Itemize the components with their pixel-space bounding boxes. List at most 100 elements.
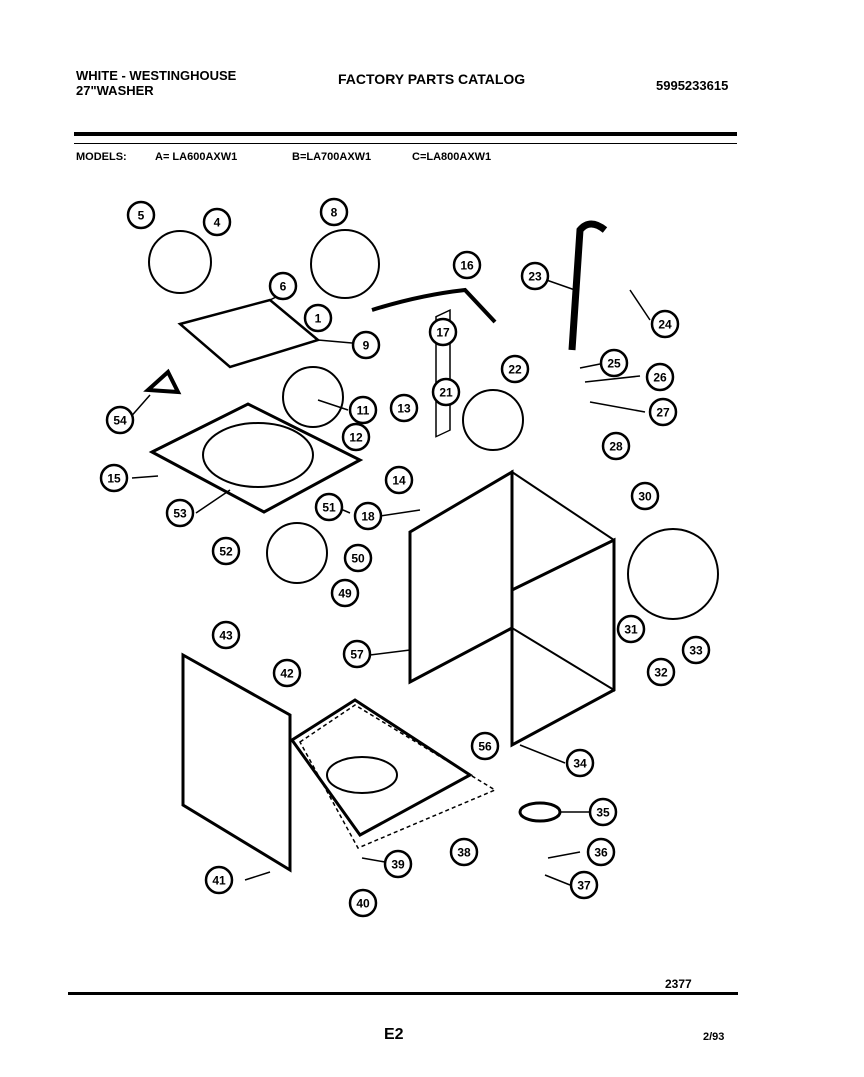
callout-circle [428,317,458,347]
detail-circle-panel-clip [627,528,719,620]
callout-28: 28 [601,431,631,461]
callout-label: 1 [315,312,322,326]
callout-label: 32 [654,666,668,680]
callout-33: 33 [681,635,711,665]
callout-label: 52 [219,545,233,559]
callout-circle [211,620,241,650]
callout-circle [599,348,629,378]
callout-30: 30 [630,481,660,511]
callout-label: 54 [113,414,127,428]
callout-circle [303,303,333,333]
callout-52: 52 [211,536,241,566]
callout-label: 42 [280,667,294,681]
callout-circle [569,870,599,900]
callout-circle [99,463,129,493]
callout-label: 36 [594,846,608,860]
callout-label: 38 [457,846,471,860]
callout-36: 36 [586,837,616,867]
callout-26: 26 [645,362,675,392]
callout-circle [646,657,676,687]
callout-circle [351,330,381,360]
callout-circle [389,393,419,423]
callout-24: 24 [650,309,680,339]
catalog-title: FACTORY PARTS CATALOG [338,71,526,87]
callout-circle [105,405,135,435]
callout-43: 43 [211,620,241,650]
drain-hose-shape [568,220,608,351]
callout-11: 11 [348,395,378,425]
callout-18: 18 [353,501,383,531]
callout-label: 21 [439,386,453,400]
callout-25: 25 [599,348,629,378]
callout-label: 8 [331,206,338,220]
callout-label: 25 [607,357,621,371]
callout-label: 34 [573,757,587,771]
cabinet-side-panel [408,469,514,685]
callout-35: 35 [588,797,618,827]
callout-circle [616,614,646,644]
top-opening-shape [202,422,314,488]
callout-13: 13 [389,393,419,423]
callout-circle [384,465,414,495]
callout-label: 27 [656,406,670,420]
callout-label: 41 [212,874,226,888]
callout-circle [353,501,383,531]
catalog-number: 5995233615 [656,78,729,93]
callout-17: 17 [428,317,458,347]
product-title: 27"WASHER [76,83,154,98]
callout-label: 23 [528,270,542,284]
callout-label: 51 [322,501,336,515]
callout-40: 40 [348,888,378,918]
callout-circle [211,536,241,566]
callout-54: 54 [105,405,135,435]
callout-label: 28 [609,440,623,454]
detail-circle-bracket [266,522,328,584]
inlet-hose-shape [371,287,497,324]
callout-label: 53 [173,507,187,521]
lid-seal-shape [143,368,182,395]
base-shape [289,698,473,837]
callout-circle [452,250,482,280]
callout-label: 49 [338,587,352,601]
callout-label: 57 [350,648,364,662]
callout-circle [204,865,234,895]
callout-label: 40 [356,897,370,911]
callout-circle [165,498,195,528]
callout-22: 22 [500,354,530,384]
callout-1: 1 [303,303,333,333]
callout-circle [500,354,530,384]
callout-39: 39 [383,849,413,879]
callout-circle [342,639,372,669]
callout-circle [383,849,413,879]
callout-circle [431,377,461,407]
callout-9: 9 [351,330,381,360]
callout-21: 21 [431,377,461,407]
callout-label: 9 [363,339,370,353]
callout-label: 30 [638,490,652,504]
callout-51: 51 [314,492,344,522]
callout-circle [650,309,680,339]
footer-rule [68,992,738,995]
callout-label: 33 [689,644,703,658]
callout-label: 22 [508,363,522,377]
callout-label: 56 [478,740,492,754]
callout-label: 4 [214,216,221,230]
callout-circle [449,837,479,867]
callout-circle [343,543,373,573]
callout-41: 41 [204,865,234,895]
callout-circle [330,578,360,608]
brand-title: WHITE - WESTINGHOUSE [76,68,237,83]
callout-circle [126,200,156,230]
callout-12: 12 [341,422,371,452]
callout-circle [648,397,678,427]
callout-16: 16 [452,250,482,280]
callout-label: 6 [280,280,287,294]
callout-label: 43 [219,629,233,643]
callout-group: 1456891112131415161718212223242526272830… [99,197,711,918]
callout-label: 12 [349,431,363,445]
lid-shape [177,298,321,369]
callout-label: 15 [107,472,121,486]
callout-label: 18 [361,510,375,524]
